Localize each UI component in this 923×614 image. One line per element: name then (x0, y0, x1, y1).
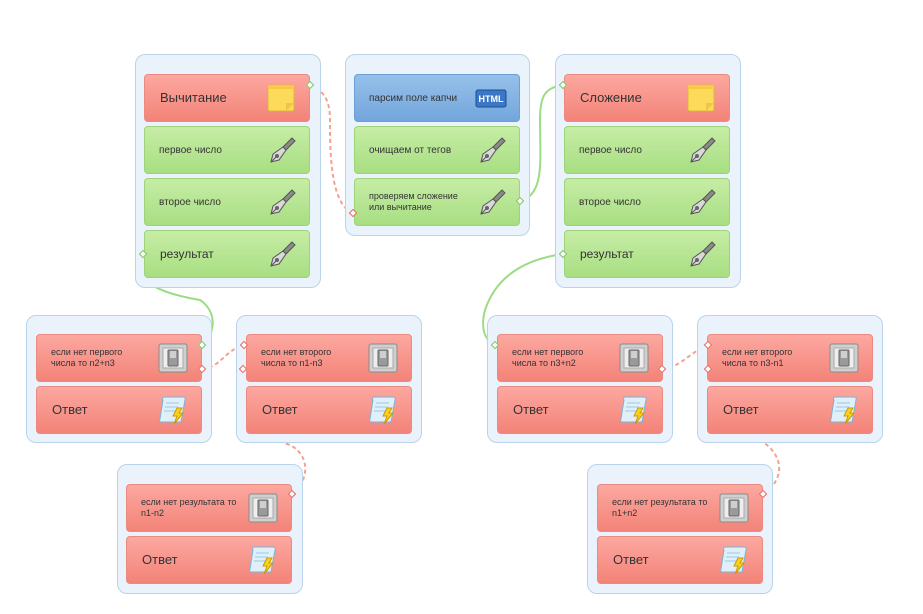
subtract-result-node[interactable]: результат (144, 230, 310, 278)
add-cond3-line1: если нет результата то (612, 497, 708, 507)
check-label-line1: проверяем сложение (369, 191, 458, 201)
clean-label: очищаем от тегов (369, 144, 452, 156)
sub-cond3-line2: n1-n2 (141, 508, 165, 518)
add-cond3-node[interactable]: если нет результата то n1+n2 (597, 484, 763, 532)
check-label-line2: или вычитание (369, 202, 432, 212)
pen-icon (685, 134, 717, 166)
add-cond3-answer-label: Ответ (613, 552, 649, 567)
pen-icon (265, 238, 297, 270)
check-node[interactable]: проверяем сложение или вычитание (354, 178, 520, 226)
pen-icon (475, 134, 507, 166)
subtract-second-node[interactable]: второе число (144, 178, 310, 226)
add-second-node[interactable]: второе число (564, 178, 730, 226)
add-cond1-line1: если нет первого (512, 347, 584, 357)
pen-icon (265, 186, 297, 218)
switch-icon (157, 342, 189, 374)
parse-label: парсим поле капчи (369, 92, 458, 104)
switch-icon (247, 492, 279, 524)
switch-icon (367, 342, 399, 374)
note-icon (265, 82, 297, 114)
add-first-label: первое число (579, 144, 642, 156)
sub-cond1-line1: если нет первого (51, 347, 123, 357)
scroll-icon (367, 394, 399, 426)
sub-cond1-line2: числа то n2+n3 (51, 358, 115, 368)
add-cond3-answer-node[interactable]: Ответ (597, 536, 763, 584)
pen-icon (475, 186, 507, 218)
sub-cond2-line2: числа то n1-n3 (261, 358, 323, 368)
sub-cond1-answer-node[interactable]: Ответ (36, 386, 202, 434)
add-cond1-line2: числа то n3+n2 (512, 358, 576, 368)
add-cond2-line1: если нет второго (722, 347, 793, 357)
sub-cond3-answer-node[interactable]: Ответ (126, 536, 292, 584)
switch-icon (718, 492, 750, 524)
sub-cond2-line1: если нет второго (261, 347, 332, 357)
pen-icon (685, 186, 717, 218)
scroll-icon (247, 544, 279, 576)
add-cond2-line2: числа то n3-n1 (722, 358, 784, 368)
clean-node[interactable]: очищаем от тегов (354, 126, 520, 174)
html-icon (475, 82, 507, 114)
scroll-icon (618, 394, 650, 426)
subtract-second-label: второе число (159, 196, 221, 208)
add-second-label: второе число (579, 196, 641, 208)
add-header-label: Сложение (580, 90, 642, 105)
sub-cond2-answer-label: Ответ (262, 402, 298, 417)
sub-cond2-label: если нет второго числа то n1-n3 (261, 347, 331, 369)
subtract-header-node[interactable]: Вычитание (144, 74, 310, 122)
sub-cond1-node[interactable]: если нет первого числа то n2+n3 (36, 334, 202, 382)
switch-icon (828, 342, 860, 374)
note-icon (685, 82, 717, 114)
add-result-label: результат (580, 247, 634, 261)
scroll-icon (828, 394, 860, 426)
add-cond2-answer-label: Ответ (723, 402, 759, 417)
subtract-first-node[interactable]: первое число (144, 126, 310, 174)
add-cond3-label: если нет результата то n1+n2 (612, 497, 707, 519)
sub-cond1-answer-label: Ответ (52, 402, 88, 417)
add-cond2-label: если нет второго числа то n3-n1 (722, 347, 792, 369)
check-label: проверяем сложение или вычитание (369, 191, 458, 213)
sub-cond3-answer-label: Ответ (142, 552, 178, 567)
add-cond3-line2: n1+n2 (612, 508, 638, 518)
switch-icon (618, 342, 650, 374)
pen-icon (685, 238, 717, 270)
subtract-header-label: Вычитание (160, 90, 227, 105)
add-result-node[interactable]: результат (564, 230, 730, 278)
add-first-node[interactable]: первое число (564, 126, 730, 174)
scroll-icon (157, 394, 189, 426)
sub-cond3-label: если нет результата то n1-n2 (141, 497, 236, 519)
add-cond2-node[interactable]: если нет второго числа то n3-n1 (707, 334, 873, 382)
add-cond2-answer-node[interactable]: Ответ (707, 386, 873, 434)
add-cond1-node[interactable]: если нет первого числа то n3+n2 (497, 334, 663, 382)
add-header-node[interactable]: Сложение (564, 74, 730, 122)
add-cond1-answer-label: Ответ (513, 402, 549, 417)
sub-cond3-node[interactable]: если нет результата то n1-n2 (126, 484, 292, 532)
sub-cond3-line1: если нет результата то (141, 497, 237, 507)
add-cond1-label: если нет первого числа то n3+n2 (512, 347, 583, 369)
subtract-result-label: результат (160, 247, 214, 261)
scroll-icon (718, 544, 750, 576)
add-cond1-answer-node[interactable]: Ответ (497, 386, 663, 434)
sub-cond2-node[interactable]: если нет второго числа то n1-n3 (246, 334, 412, 382)
pen-icon (265, 134, 297, 166)
subtract-first-label: первое число (159, 144, 222, 156)
sub-cond1-label: если нет первого числа то n2+n3 (51, 347, 122, 369)
sub-cond2-answer-node[interactable]: Ответ (246, 386, 412, 434)
parse-node[interactable]: парсим поле капчи (354, 74, 520, 122)
